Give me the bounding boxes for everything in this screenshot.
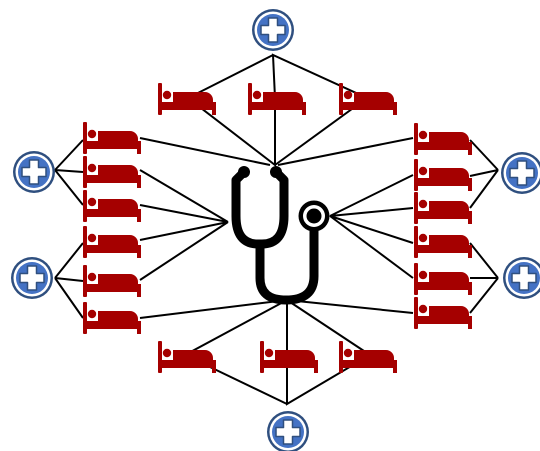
hospital-bed-icon	[248, 83, 306, 115]
hospital-cross-icon	[502, 256, 540, 300]
hospital-cross-icon	[266, 410, 310, 451]
hospital-cross-icon	[500, 151, 540, 195]
hospital-bed-icon	[414, 226, 472, 258]
hospital-bed-icon	[83, 190, 141, 222]
hospital-bed-icon	[414, 159, 472, 191]
stethoscope-icon	[231, 166, 330, 305]
hospital-cross-icon	[12, 150, 56, 194]
hospital-bed-icon	[83, 226, 141, 258]
hospital-bed-icon	[260, 341, 318, 373]
hospital-bed-icon	[414, 297, 472, 329]
hospital-bed-icon	[83, 302, 141, 334]
hospital-bed-icon	[414, 123, 472, 155]
hospital-bed-icon	[83, 122, 141, 154]
hospital-bed-icon	[414, 263, 472, 295]
hospital-bed-icon	[414, 192, 472, 224]
hospital-cross-icon	[251, 8, 295, 52]
hospital-bed-icon	[83, 265, 141, 297]
hospital-bed-icon	[339, 83, 397, 115]
hospital-bed-icon	[158, 341, 216, 373]
hospital-bed-icon	[83, 156, 141, 188]
hospital-cross-icon	[10, 256, 54, 300]
